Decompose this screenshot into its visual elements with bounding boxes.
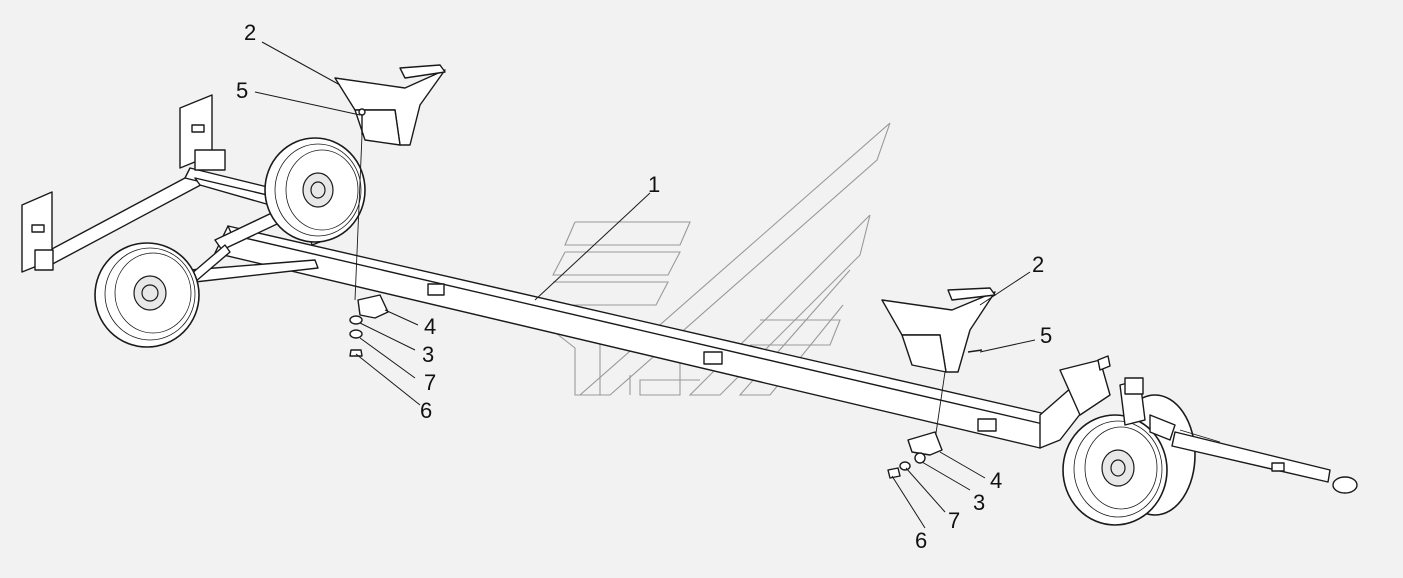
- callout-3-rear: 3: [422, 342, 434, 367]
- watermark-logo: [541, 122, 891, 396]
- leader-lines: [254, 41, 1036, 529]
- callout-1: 1: [648, 172, 660, 197]
- callout-7-front: 7: [948, 508, 960, 533]
- hardware-front: [887, 431, 943, 479]
- bracket-rear: [334, 64, 446, 146]
- callout-4-rear: 4: [424, 314, 436, 339]
- rear-left-wheel: [94, 242, 200, 348]
- callout-2-front: 2: [1032, 252, 1044, 277]
- callout-3-front: 3: [973, 490, 985, 515]
- callout-7-rear: 7: [424, 370, 436, 395]
- rear-right-wheel: [264, 137, 366, 243]
- callout-6-rear: 6: [420, 398, 432, 423]
- drawbar: [1059, 355, 1358, 494]
- hardware-rear: [349, 294, 389, 357]
- callout-6-front: 6: [915, 528, 927, 553]
- callout-4-front: 4: [990, 468, 1002, 493]
- frame-slot: [427, 283, 445, 296]
- bolt-front: [967, 349, 983, 353]
- frame-slot: [703, 351, 723, 365]
- frame-slot: [977, 418, 997, 432]
- callout-labels: 1 2 2 3 3 4 4 5 5 6 6 7 7: [236, 20, 1052, 553]
- bracket-front: [881, 287, 996, 373]
- callout-5-rear: 5: [236, 78, 248, 103]
- callout-5-front: 5: [1040, 323, 1052, 348]
- callout-2-rear: 2: [244, 20, 256, 45]
